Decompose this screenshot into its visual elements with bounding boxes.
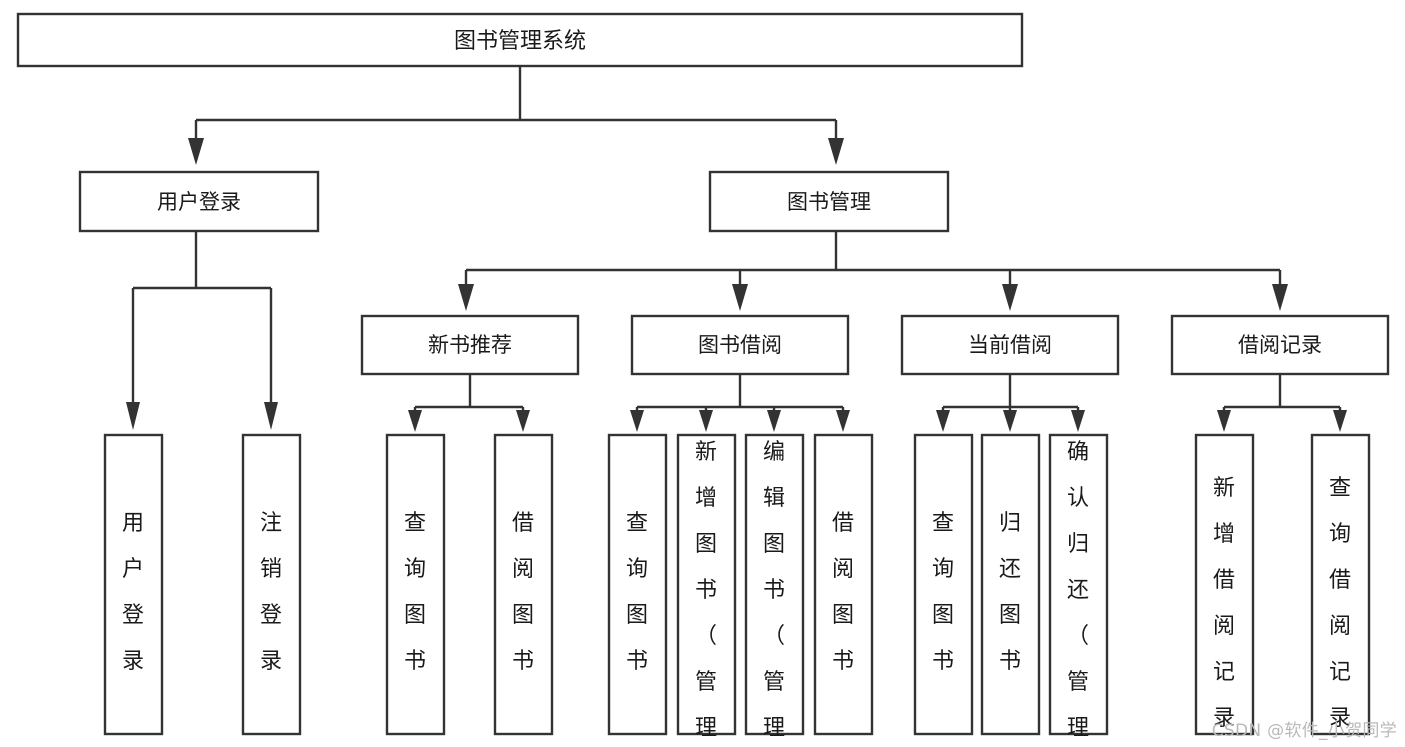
node-book-borrow-label: 图书借阅 — [698, 333, 782, 357]
node-user-login-box[interactable] — [78, 170, 320, 233]
connector-group-bookborrow-to-leaves — [630, 374, 850, 432]
arrow-head-currentborrow-leaf-1 — [936, 410, 950, 432]
arrow-head-book-manage — [828, 138, 844, 165]
connector-group-user-login-to-leaves — [126, 231, 278, 430]
leaf-logout-box[interactable] — [241, 433, 302, 736]
leaf-currentborrow-query-label: 查询图书 — [932, 511, 954, 674]
watermark-label: CSDN @软件_小贺同学 — [1211, 721, 1397, 741]
node-book-manage[interactable]: 图书管理 — [708, 170, 950, 233]
leaf-currentborrow-return-box[interactable] — [980, 433, 1041, 736]
leaf-node[interactable]: 新增图书（管理员） — [676, 433, 737, 747]
arrow-head-leaf-logout — [264, 402, 278, 430]
node-book-borrow-box[interactable] — [630, 314, 850, 376]
node-current-borrow[interactable]: 当前借阅 — [900, 314, 1120, 376]
arrow-head-borrow-record — [1272, 284, 1288, 311]
leaf-currentborrow-return-label: 归还图书 — [999, 511, 1021, 674]
connector-group-book-manage-to-level3 — [458, 231, 1288, 311]
leaf-node[interactable]: 查询图书 — [385, 433, 446, 736]
arrow-head-bookborrow-leaf-3 — [767, 410, 781, 432]
leaf-newbook-query-box[interactable] — [385, 433, 446, 736]
leaf-bookborrow-edit-box[interactable] — [744, 433, 805, 736]
leaf-user-login-label: 用户登录 — [122, 511, 144, 674]
leaf-bookborrow-borrow-box[interactable] — [813, 433, 874, 736]
arrow-head-user-login — [188, 138, 204, 165]
node-borrow-record-box[interactable] — [1170, 314, 1390, 376]
leaf-node[interactable]: 用户登录 — [103, 433, 164, 736]
leaf-currentborrow-confirm-label: 确认归还（管理员） — [1067, 440, 1089, 747]
node-new-book-recommend-box[interactable] — [360, 314, 580, 376]
arrow-head-borrowrecord-leaf-1 — [1217, 410, 1231, 432]
arrow-head-newbook-leaf-2 — [516, 410, 530, 432]
leaf-node[interactable]: 查询借阅记录 — [1310, 433, 1371, 736]
node-current-borrow-box[interactable] — [900, 314, 1120, 376]
leaf-user-login-box[interactable] — [103, 433, 164, 736]
leaf-newbook-borrow-box[interactable] — [493, 433, 554, 736]
arrow-head-new-book — [458, 284, 474, 311]
arrow-head-bookborrow-leaf-1 — [630, 410, 644, 432]
leaf-borrowrecord-query-label: 查询借阅记录 — [1329, 476, 1351, 731]
arrow-head-currentborrow-leaf-2 — [1003, 410, 1017, 432]
leaf-node[interactable]: 借阅图书 — [493, 433, 554, 736]
arrow-head-borrowrecord-leaf-2 — [1333, 410, 1347, 432]
leaf-newbook-query-label: 查询图书 — [404, 511, 426, 674]
arrow-head-bookborrow-leaf-2 — [699, 410, 713, 432]
leaf-node[interactable]: 确认归还（管理员） — [1048, 433, 1109, 747]
arrow-head-newbook-leaf-1 — [408, 410, 422, 432]
leaf-node[interactable]: 新增借阅记录 — [1194, 433, 1255, 736]
leaf-node[interactable]: 查询图书 — [913, 433, 974, 736]
connector-group-borrowrecord-to-leaves — [1217, 374, 1347, 432]
leaf-bookborrow-edit-label: 编辑图书（管理员） — [763, 440, 785, 747]
connector-group-newbook-to-leaves — [408, 374, 530, 432]
leaf-currentborrow-confirm-box[interactable] — [1048, 433, 1109, 736]
node-borrow-record-label: 借阅记录 — [1238, 333, 1322, 357]
arrow-head-currentborrow-leaf-3 — [1071, 410, 1085, 432]
node-borrow-record[interactable]: 借阅记录 — [1170, 314, 1390, 376]
leaf-node[interactable]: 注销登录 — [241, 433, 302, 736]
node-new-book-recommend[interactable]: 新书推荐 — [360, 314, 580, 376]
node-book-manage-box[interactable] — [708, 170, 950, 233]
leaf-borrowrecord-query-box[interactable] — [1310, 433, 1371, 736]
node-new-book-recommend-label: 新书推荐 — [428, 333, 512, 357]
leaf-bookborrow-add-box[interactable] — [676, 433, 737, 736]
connector-group-currentborrow-to-leaves — [936, 374, 1085, 432]
node-book-borrow[interactable]: 图书借阅 — [630, 314, 850, 376]
leaf-borrowrecord-add-box[interactable] — [1194, 433, 1255, 736]
node-root[interactable]: 图书管理系统 — [16, 12, 1024, 68]
node-user-login-label: 用户登录 — [157, 190, 241, 214]
connector-group-root-to-level2 — [188, 66, 844, 165]
node-root-label: 图书管理系统 — [454, 29, 586, 54]
leaf-bookborrow-query-label: 查询图书 — [626, 511, 648, 674]
leaf-bookborrow-add-label: 新增图书（管理员） — [695, 440, 717, 747]
node-current-borrow-label: 当前借阅 — [968, 333, 1052, 357]
leaf-node[interactable]: 借阅图书 — [813, 433, 874, 736]
leaf-node[interactable]: 编辑图书（管理员） — [744, 433, 805, 747]
leaf-newbook-borrow-label: 借阅图书 — [512, 511, 534, 674]
arrow-head-current-borrow — [1002, 284, 1018, 311]
leaf-node[interactable]: 查询图书 — [607, 433, 668, 736]
leaf-node[interactable]: 归还图书 — [980, 433, 1041, 736]
node-book-manage-label: 图书管理 — [787, 190, 871, 214]
arrow-head-bookborrow-leaf-4 — [836, 410, 850, 432]
leaf-bookborrow-borrow-label: 借阅图书 — [832, 511, 854, 674]
leaf-borrowrecord-add-label: 新增借阅记录 — [1213, 476, 1235, 731]
node-user-login[interactable]: 用户登录 — [78, 170, 320, 233]
arrow-head-leaf-user-login — [126, 402, 140, 430]
leaf-currentborrow-query-box[interactable] — [913, 433, 974, 736]
leaf-bookborrow-query-box[interactable] — [607, 433, 668, 736]
node-root-box[interactable] — [16, 12, 1024, 68]
leaf-logout-label: 注销登录 — [260, 511, 282, 674]
arrow-head-book-borrow — [732, 284, 748, 311]
